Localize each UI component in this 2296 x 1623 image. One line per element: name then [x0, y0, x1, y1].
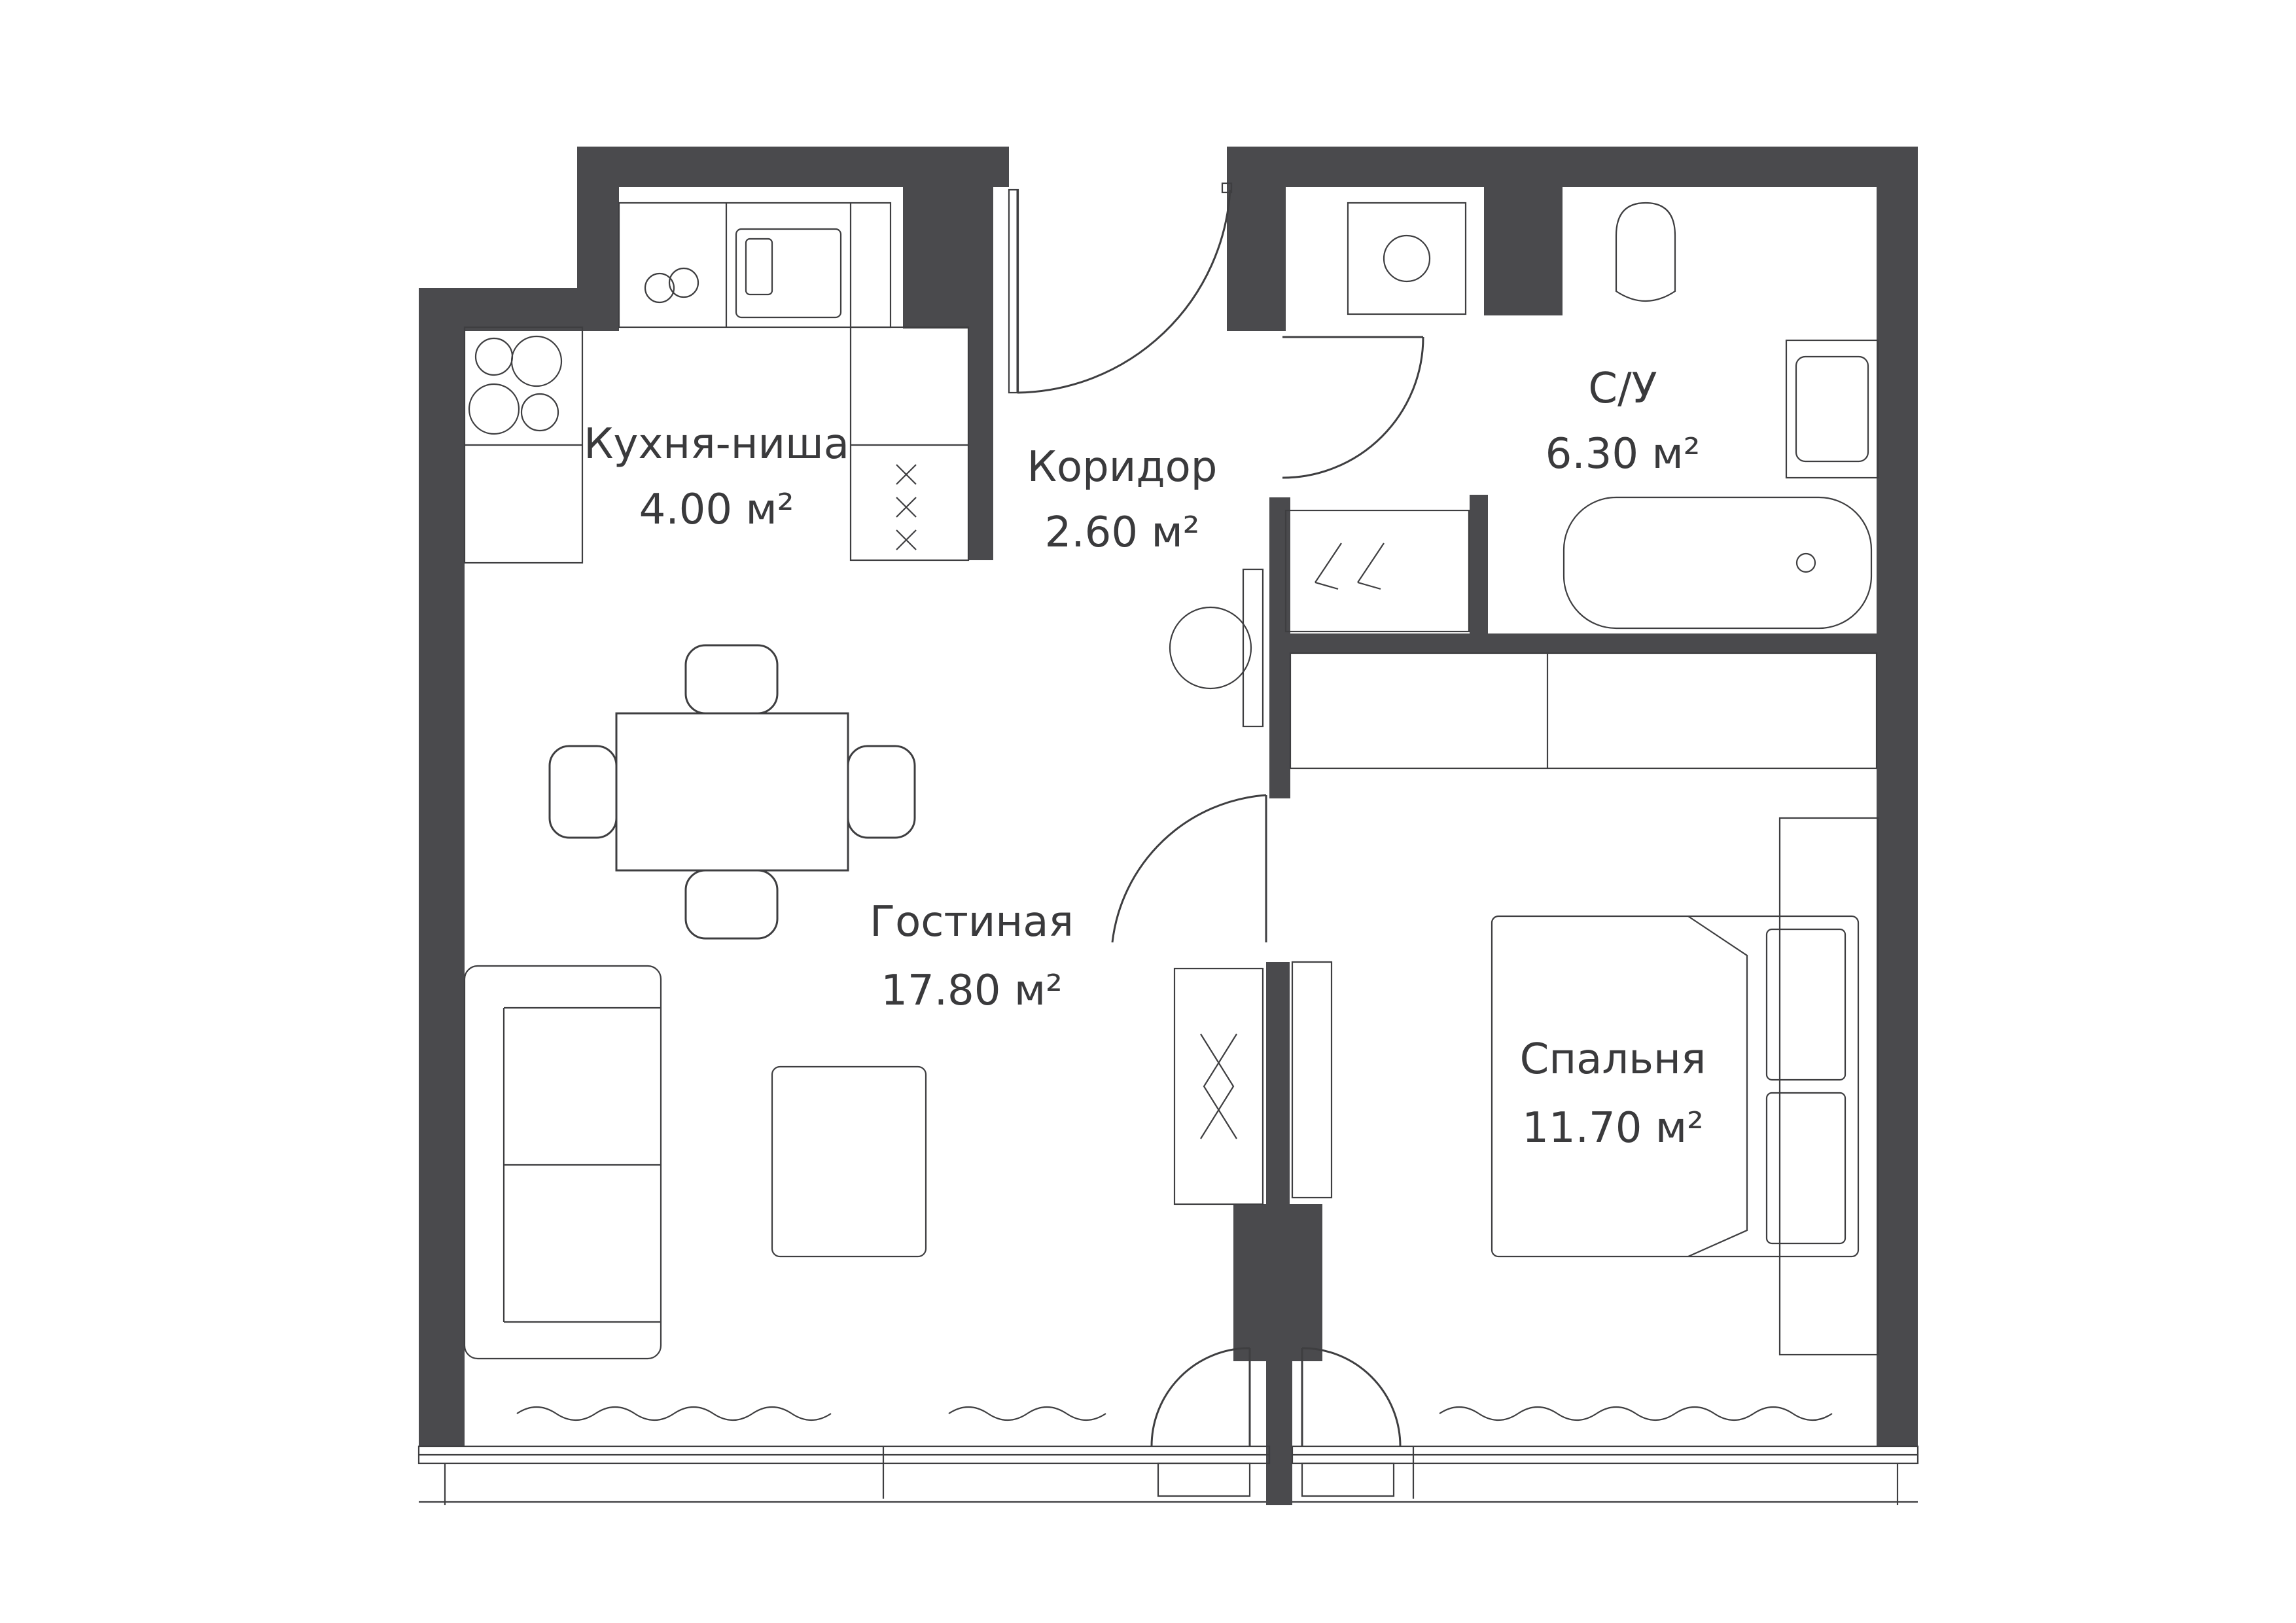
- corridor-area-label: 2.60 м²: [1045, 508, 1200, 557]
- bathroom-name-label: С/У: [1588, 365, 1657, 413]
- corridor-furniture: [1169, 336, 1470, 728]
- living-area-label: 17.80 м²: [881, 967, 1063, 1015]
- corridor-name-label: Коридор: [1027, 443, 1218, 491]
- entry-door: [1008, 182, 1233, 394]
- bathroom-area-label: 6.30 м²: [1545, 430, 1701, 478]
- kitchen-furniture: [463, 202, 970, 564]
- room-labels: Кухня-ниша 4.00 м² Коридор 2.60 м² С/У 6…: [584, 365, 1706, 1152]
- bathroom-furniture: [1347, 202, 1879, 630]
- living-furniture: [463, 644, 1267, 1360]
- bedroom-name-label: Спальня: [1520, 1035, 1706, 1084]
- windows: [417, 1347, 1919, 1505]
- walls: [419, 147, 1918, 1505]
- living-name-label: Гостиная: [870, 898, 1074, 946]
- kitchen-area-label: 4.00 м²: [639, 486, 794, 534]
- bedroom-area-label: 11.70 м²: [1522, 1104, 1704, 1152]
- kitchen-name-label: Кухня-ниша: [584, 420, 849, 469]
- wardrobe: [1289, 652, 1878, 770]
- bedroom-furniture: [1291, 817, 1879, 1356]
